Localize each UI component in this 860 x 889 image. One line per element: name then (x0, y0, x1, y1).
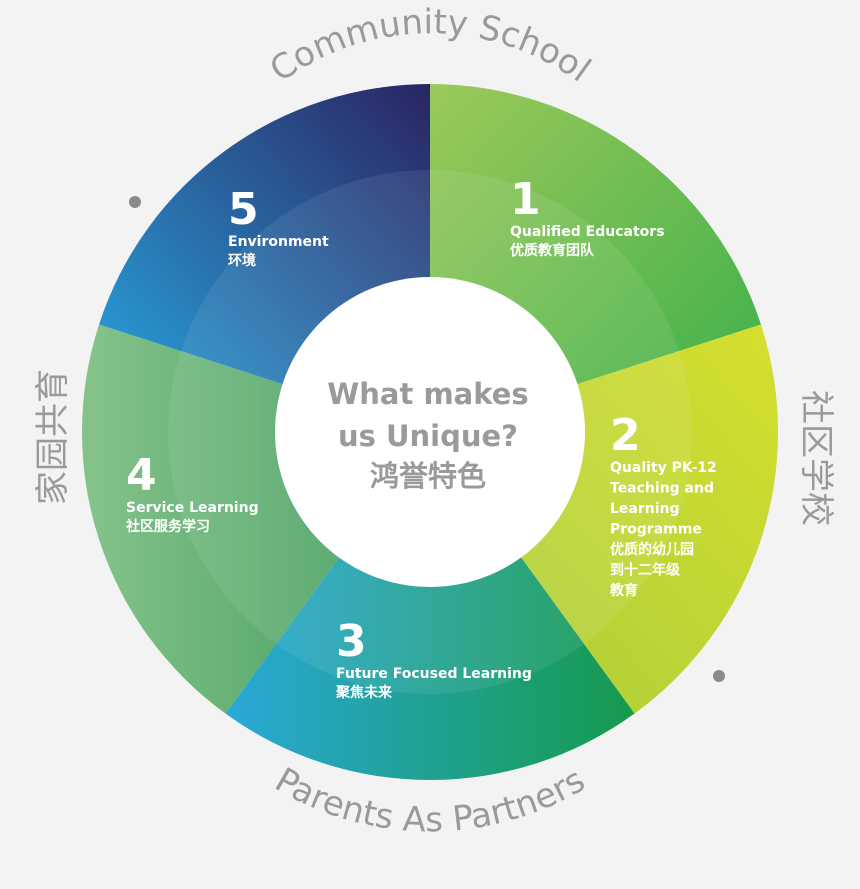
segment-5-title-zh-0: 环境 (228, 252, 256, 269)
segment-2-title-zh-1: 到十二年级 (610, 562, 681, 579)
segment-1-title-zh-0: 优质教育团队 (510, 242, 595, 259)
center-title-line2: us Unique? (338, 419, 518, 453)
segment-2-number: 2 (610, 410, 641, 461)
segment-4-number: 4 (126, 450, 157, 501)
segment-2-title-en-0: Quality PK-12 (610, 460, 717, 476)
decor-dot-right (713, 670, 725, 682)
segment-3-title-en-0: Future Focused Learning (336, 666, 532, 682)
segment-5-number: 5 (228, 184, 259, 235)
segment-4-title-zh-0: 社区服务学习 (125, 518, 210, 535)
ring-caption-top: Community School (263, 2, 598, 90)
segment-4-title-en-0: Service Learning (126, 500, 259, 516)
ring-caption-left: 家园共育 (33, 369, 73, 505)
center-title-line3: 鸿誉特色 (370, 459, 486, 493)
segment-3 (225, 432, 635, 780)
decor-dot-left (129, 196, 141, 208)
segment-3-title-zh-0: 聚焦未来 (335, 684, 393, 701)
segment-2-title-zh-2: 教育 (610, 582, 638, 599)
center-disc (275, 277, 585, 587)
segment-2-title-en-2: Learning (610, 501, 680, 517)
segment-3-number: 3 (336, 616, 367, 667)
segment-2-title-en-3: Programme (610, 522, 702, 538)
segment-1-title-en-0: Qualified Educators (510, 224, 665, 240)
segment-2-title-en-1: Teaching and (610, 481, 714, 497)
segment-1-number: 1 (510, 174, 541, 225)
segment-2-title-zh-0: 优质的幼儿园 (610, 541, 694, 558)
ring-caption-right: 社区学校 (796, 390, 836, 526)
center-title-line1: What makes (327, 377, 528, 411)
ring-caption-top-path: Community School (263, 2, 598, 90)
segment-5-title-en-0: Environment (228, 234, 329, 250)
